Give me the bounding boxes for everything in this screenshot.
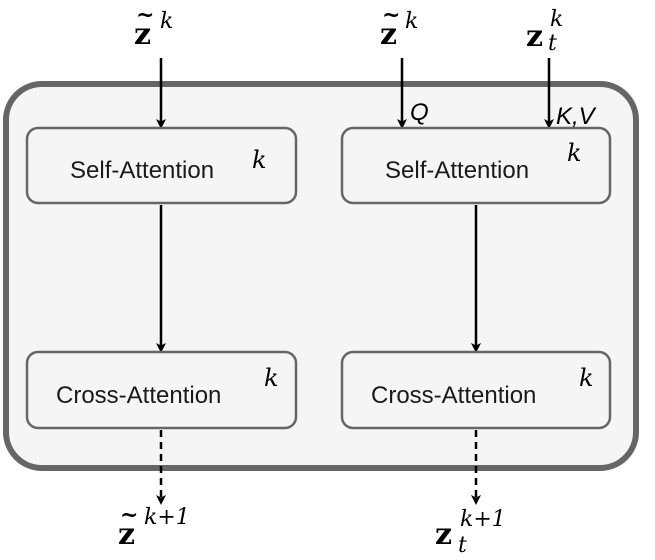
- right-self-attention-superscript: k: [567, 139, 582, 167]
- query-arrow-label: Q: [410, 99, 429, 126]
- left-self-attention-superscript: k: [252, 146, 267, 174]
- svg-text:k: k: [160, 9, 173, 34]
- left-input-label: z ~ k: [134, 2, 173, 52]
- svg-text:z: z: [380, 17, 397, 52]
- svg-text:z: z: [118, 517, 135, 552]
- left-cross-attention-superscript: k: [264, 364, 279, 392]
- svg-text:~: ~: [136, 2, 154, 28]
- keyvalue-arrow-label: K,V: [556, 103, 597, 130]
- left-cross-attention-label: Cross-Attention: [56, 382, 221, 409]
- svg-text:z: z: [134, 17, 151, 52]
- left-output-label: z ~ k+1: [118, 502, 190, 552]
- svg-text:~: ~: [382, 2, 400, 28]
- left-self-attention-label: Self-Attention: [70, 157, 214, 184]
- right-cross-attention-label: Cross-Attention: [371, 382, 536, 409]
- left-self-attention-block[interactable]: Self-Attention k: [25, 126, 298, 205]
- right-output-label: z k+1 t: [435, 507, 506, 558]
- right-self-attention-label: Self-Attention: [385, 157, 529, 184]
- svg-text:~: ~: [120, 502, 138, 528]
- right-query-input-label: z ~ k: [380, 2, 418, 52]
- svg-text:z: z: [526, 19, 543, 54]
- right-keyvalue-input-label: z k t: [526, 7, 563, 56]
- right-self-attention-block[interactable]: Self-Attention k: [340, 126, 612, 205]
- svg-text:k+1: k+1: [144, 505, 190, 530]
- svg-text:k: k: [550, 7, 563, 32]
- svg-text:k+1: k+1: [460, 507, 506, 532]
- right-cross-attention-superscript: k: [579, 364, 594, 392]
- svg-text:k: k: [405, 9, 418, 34]
- right-cross-attention-block[interactable]: Cross-Attention k: [340, 350, 612, 430]
- left-cross-attention-block[interactable]: Cross-Attention k: [25, 350, 298, 430]
- svg-text:t: t: [548, 31, 557, 56]
- svg-text:z: z: [435, 517, 452, 552]
- svg-text:t: t: [458, 533, 467, 558]
